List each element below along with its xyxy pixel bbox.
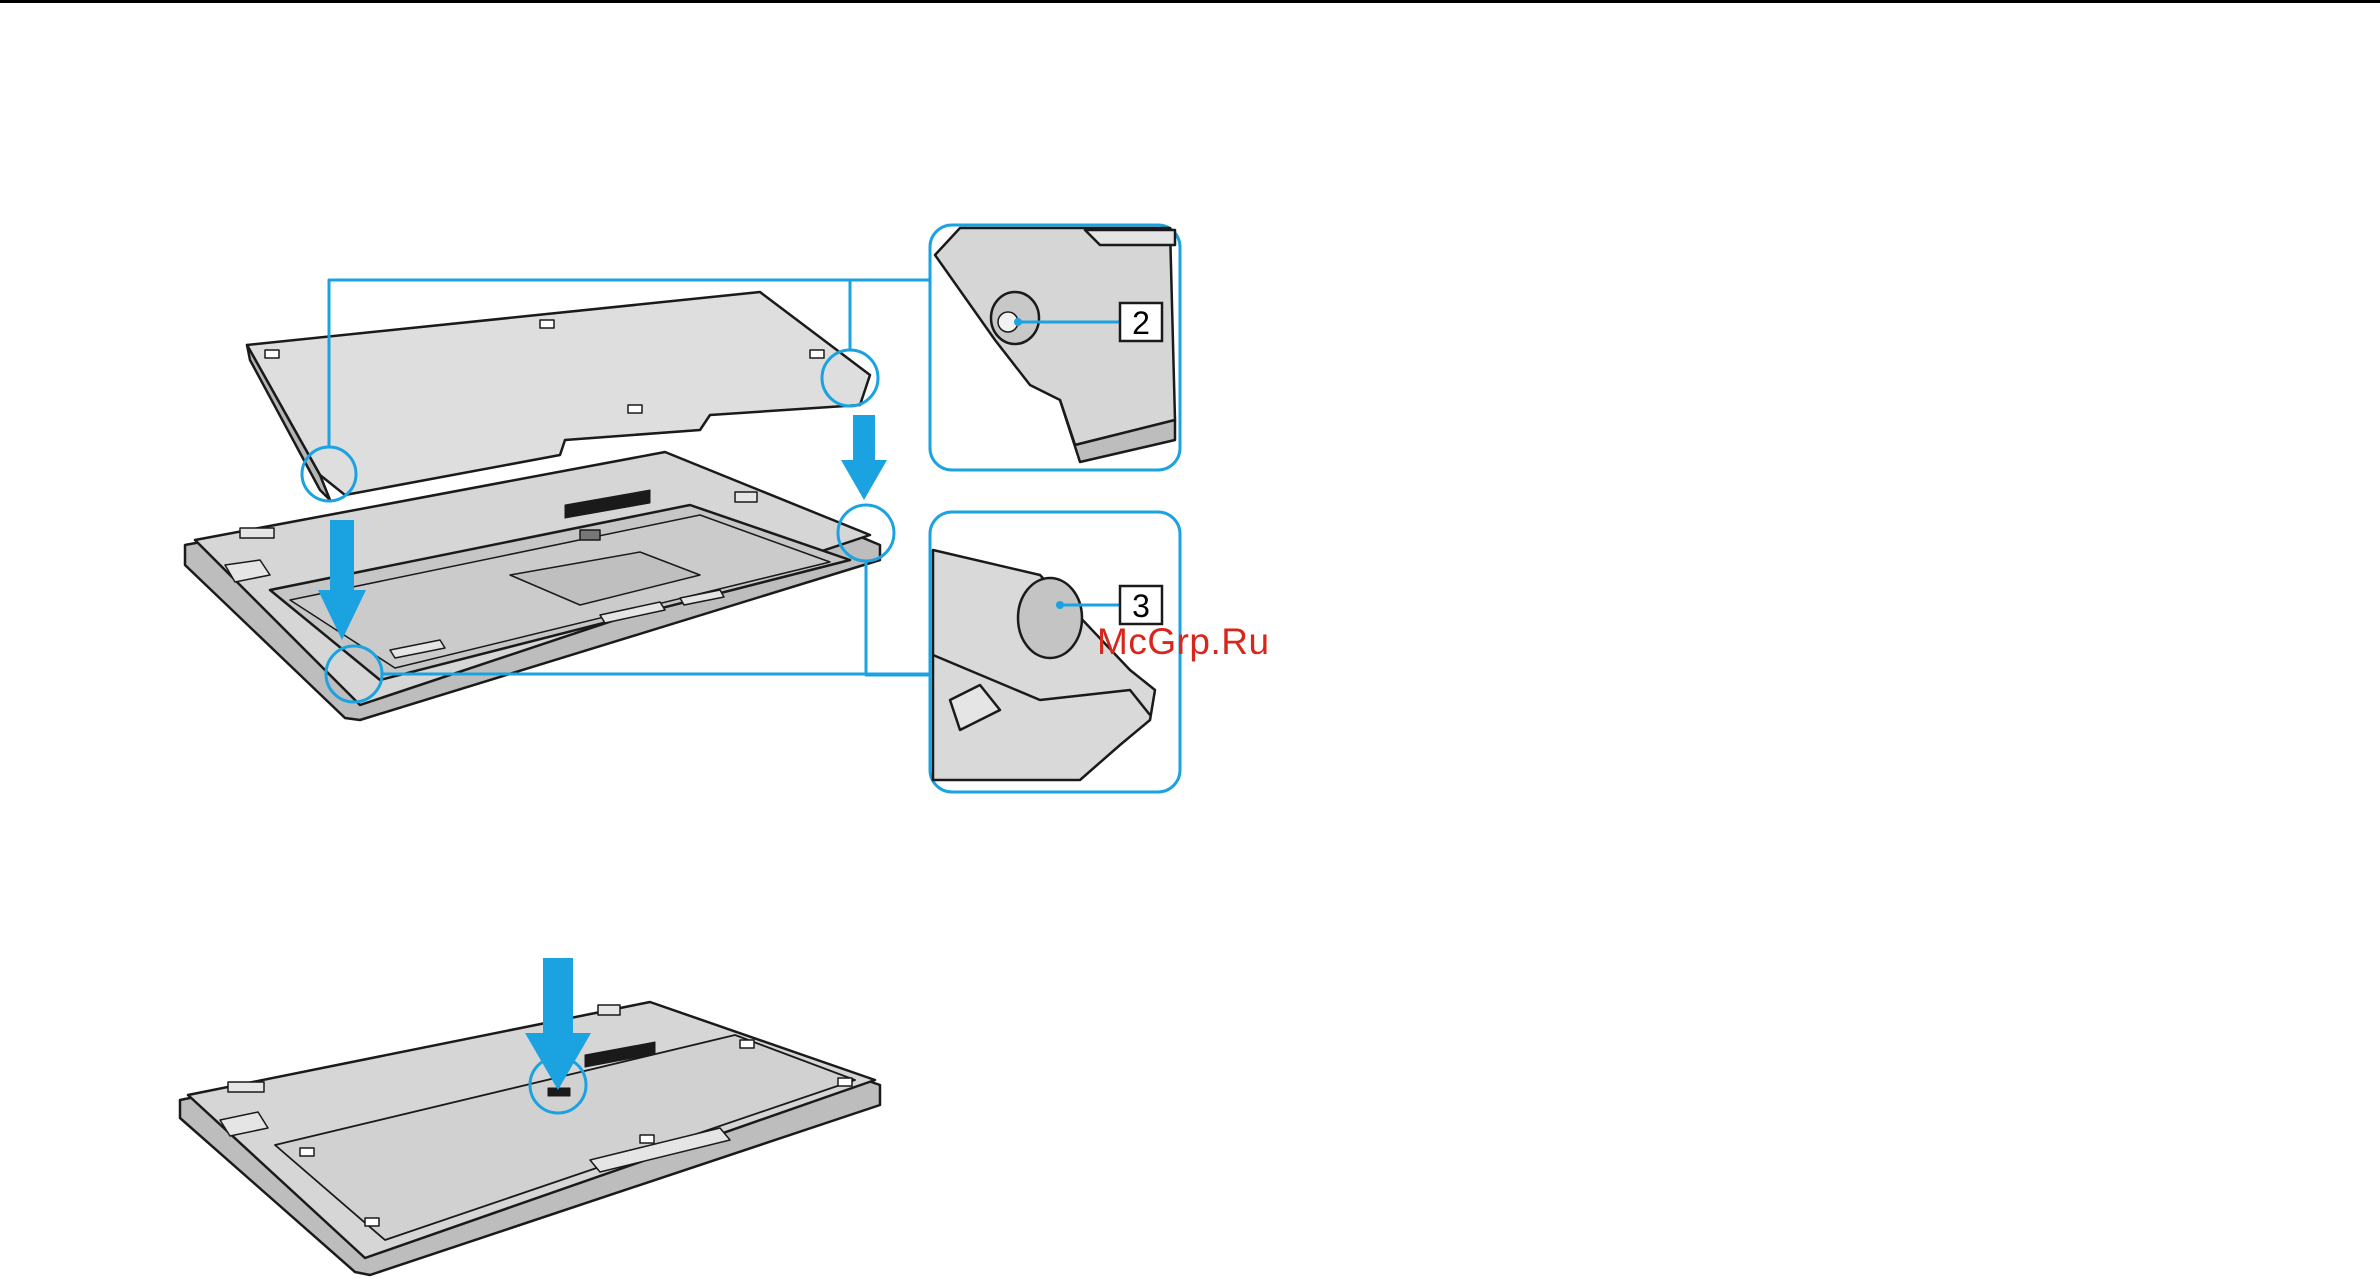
laptop-underside-bottom [180, 1002, 880, 1275]
insert-arrow-right [841, 415, 887, 500]
callout-number-3: 3 [1132, 588, 1150, 624]
battery-pack [247, 292, 870, 500]
detail-panel-2 [930, 225, 1180, 470]
callout-number-2: 2 [1132, 305, 1150, 341]
watermark: McGrp.Ru [1097, 621, 1270, 663]
callout-box-3: 3 [1120, 586, 1162, 624]
callout-box-2: 2 [1120, 303, 1162, 341]
laptop-underside-top [185, 452, 880, 720]
